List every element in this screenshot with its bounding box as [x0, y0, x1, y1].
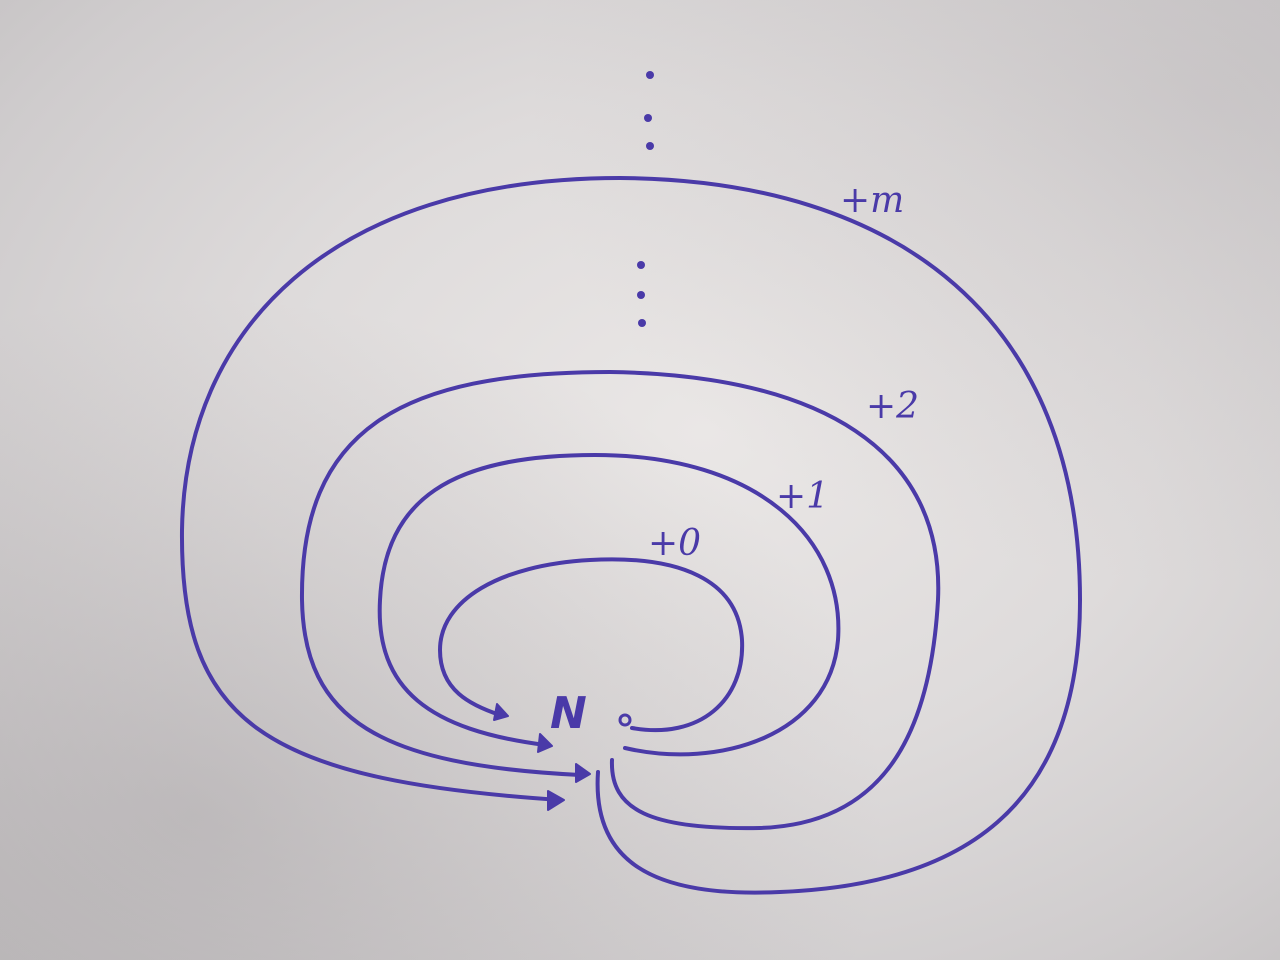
loop-label-plus-2: +2 [866, 386, 919, 427]
arrowhead-loop-plus-2 [575, 763, 591, 783]
loop-plus-0 [438, 557, 745, 733]
loop-label-plus-m: +m [840, 180, 904, 221]
loop-plus-2 [299, 370, 941, 831]
vertical-ellipsis-top [644, 71, 654, 150]
vertical-ellipsis-middle [637, 261, 646, 327]
loop-label-plus-1: +1 [776, 476, 829, 517]
loop-plus-1 [377, 453, 841, 757]
arrowhead-loop-plus-0 [493, 703, 509, 721]
node-label: N [550, 688, 587, 739]
arrowhead-loop-plus-m [547, 790, 565, 811]
node-dot [618, 713, 632, 727]
arrowhead-loop-plus-1 [537, 733, 553, 753]
loop-plus-m [179, 176, 1082, 895]
loop-label-plus-0: +0 [648, 523, 701, 564]
